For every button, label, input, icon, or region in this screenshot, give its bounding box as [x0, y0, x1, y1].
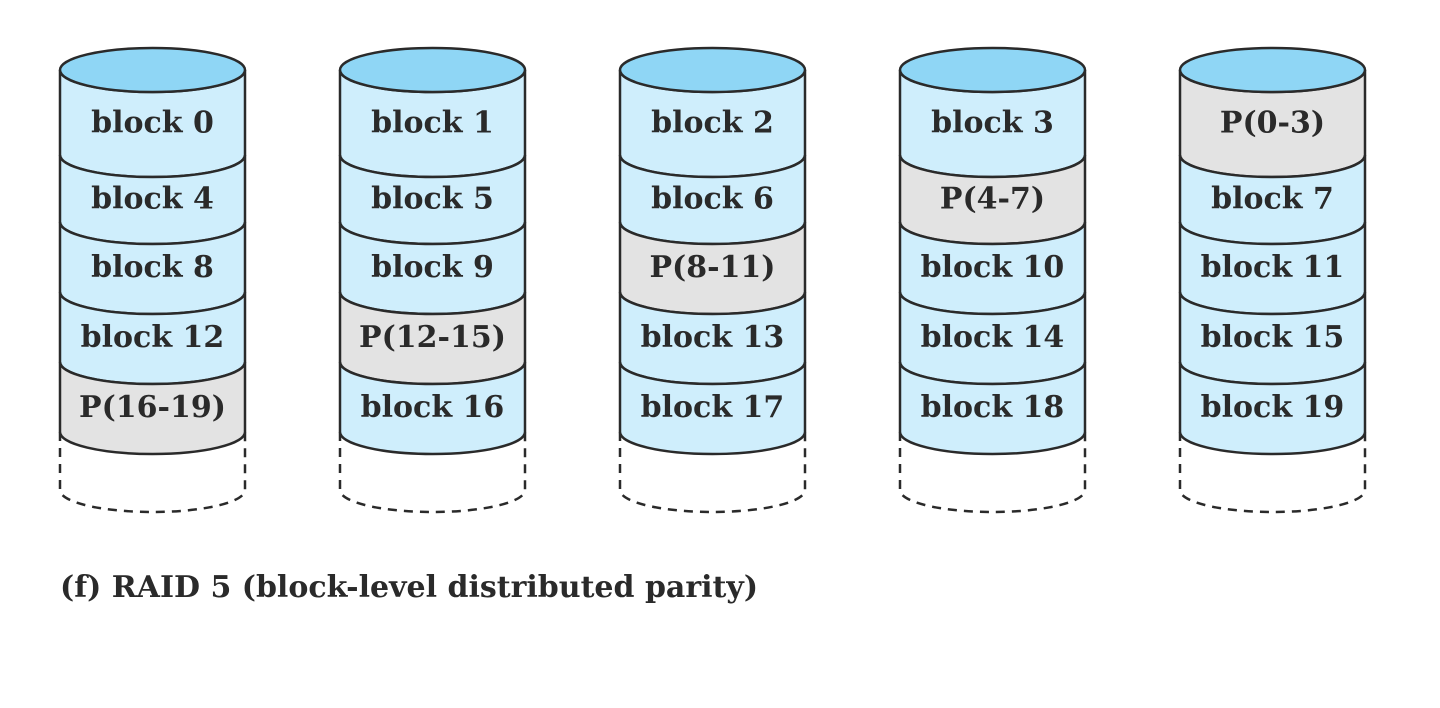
- disk-top: [1178, 46, 1367, 94]
- block-segment: [58, 361, 247, 456]
- disk-top: [618, 46, 807, 94]
- data-block: block 17: [618, 361, 807, 456]
- block-label: block 1: [371, 106, 494, 141]
- data-block: block 2: [618, 69, 807, 179]
- block-label: block 12: [81, 320, 225, 355]
- block-segment: [618, 361, 807, 456]
- block-label: P(0-3): [1220, 106, 1325, 141]
- block-label: block 9: [371, 250, 494, 285]
- data-block: block 10: [898, 221, 1087, 316]
- parity-block: P(16-19): [58, 361, 247, 456]
- block-segment: [1178, 361, 1367, 456]
- block-label: block 3: [931, 106, 1054, 141]
- parity-block: P(0-3): [1178, 69, 1367, 179]
- block-label: P(16-19): [79, 390, 226, 425]
- block-label: block 5: [371, 182, 494, 217]
- disk-3: block 3 P(4-7) block 10 block 14 block 18: [898, 46, 1087, 514]
- data-block: block 0: [58, 69, 247, 179]
- block-segment: [898, 361, 1087, 456]
- disk-0: block 0 block 4 block 8 block 12 P(16-19): [58, 46, 247, 514]
- disk-top: [58, 46, 247, 94]
- empty-space-outline: [1178, 432, 1367, 514]
- block-label: block 18: [921, 390, 1065, 425]
- block-label: block 15: [1201, 320, 1345, 355]
- disk-1: block 1 block 5 block 9 P(12-15) block 16: [338, 46, 527, 514]
- empty-space-outline: [338, 432, 527, 514]
- block-label: block 14: [921, 320, 1065, 355]
- data-block: block 3: [898, 69, 1087, 179]
- block-label: block 4: [91, 182, 214, 217]
- empty-space-outline: [58, 432, 247, 514]
- data-block: block 8: [58, 221, 247, 316]
- block-label: block 11: [1201, 250, 1345, 285]
- data-block: block 1: [338, 69, 527, 179]
- data-block: block 18: [898, 361, 1087, 456]
- disk-4: P(0-3) block 7 block 11 block 15 block 19: [1178, 46, 1367, 514]
- disk-2: block 2 block 6 P(8-11) block 13 block 17: [618, 46, 807, 514]
- data-block: block 9: [338, 221, 527, 316]
- data-block: block 16: [338, 361, 527, 456]
- disk-top: [338, 46, 527, 94]
- block-label: P(8-11): [649, 250, 775, 285]
- empty-space-outline: [618, 432, 807, 514]
- block-label: block 0: [91, 106, 214, 141]
- block-label: block 8: [91, 250, 214, 285]
- empty-space-outline: [898, 432, 1087, 514]
- data-block: block 12: [58, 291, 247, 386]
- block-label: block 10: [921, 250, 1065, 285]
- block-label: block 6: [651, 182, 774, 217]
- parity-block: P(8-11): [618, 221, 807, 316]
- disk-top: [898, 46, 1087, 94]
- data-block: block 19: [1178, 361, 1367, 456]
- block-label: block 17: [641, 390, 785, 425]
- data-block: block 7: [1178, 154, 1367, 246]
- block-label: block 13: [641, 320, 785, 355]
- figure-caption: (f) RAID 5 (block-level distributed pari…: [60, 570, 759, 605]
- data-block: block 4: [58, 154, 247, 246]
- block-label: block 19: [1201, 390, 1345, 425]
- block-label: block 7: [1211, 182, 1334, 217]
- block-label: block 2: [651, 106, 774, 141]
- block-label: P(12-15): [359, 320, 506, 355]
- block-label: block 16: [361, 390, 505, 425]
- block-label: P(4-7): [940, 182, 1045, 217]
- block-segment: [338, 361, 527, 456]
